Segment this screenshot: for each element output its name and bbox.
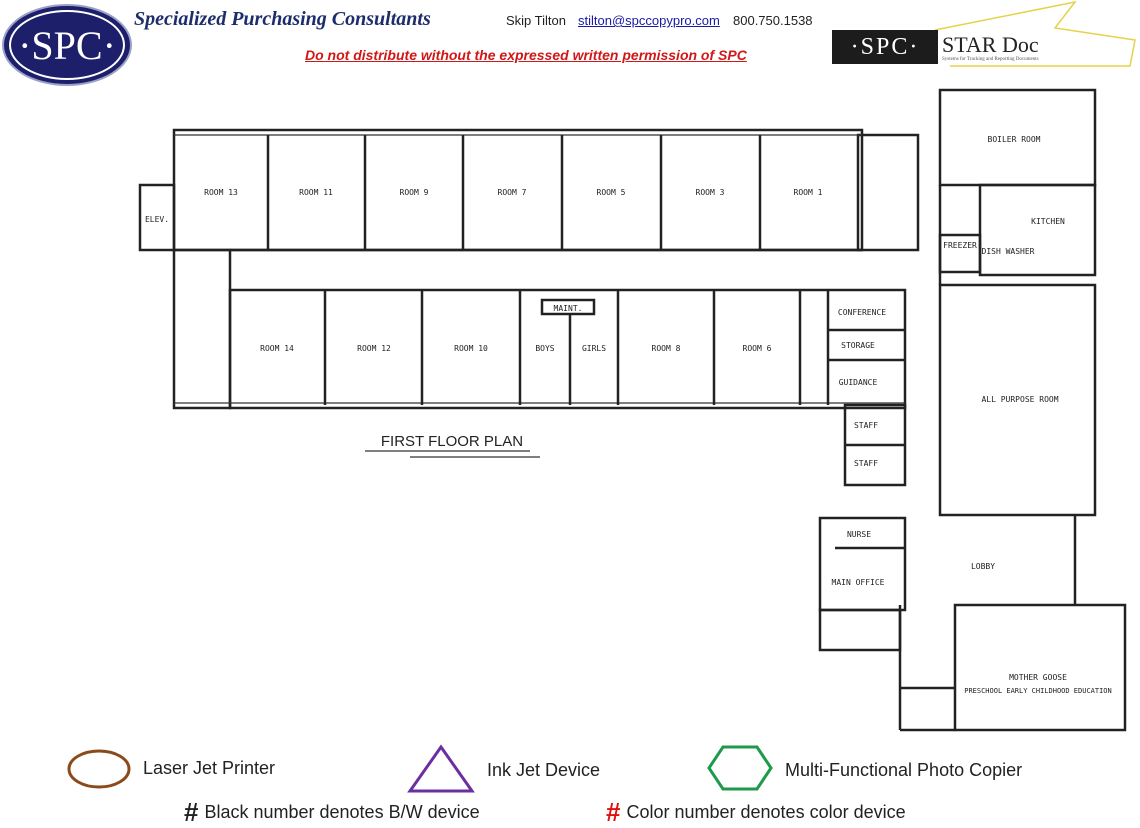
boiler-room-label: BOILER ROOM xyxy=(988,135,1041,144)
nurse-label: NURSE xyxy=(847,530,871,539)
all-purpose-room-label: ALL PURPOSE ROOM xyxy=(981,395,1058,404)
bottom-room-dividers xyxy=(323,290,905,405)
contact-email-link[interactable]: stilton@spccopypro.com xyxy=(578,13,720,28)
bw-note-text: Black number denotes B/W device xyxy=(204,802,480,822)
room-14-label: ROOM 14 xyxy=(260,344,294,353)
dishwasher-label: DISH WASHER xyxy=(982,247,1035,256)
elevator-label: ELEV. xyxy=(145,215,169,224)
east-wing-walls xyxy=(900,88,1127,732)
room-5-label: ROOM 5 xyxy=(597,188,626,197)
maint-label: MAINT. xyxy=(554,304,583,313)
laser-jet-circle-icon xyxy=(67,749,131,789)
color-note-text: Color number denotes color device xyxy=(626,802,906,822)
boys-label: BOYS xyxy=(535,344,554,353)
room-11-label: ROOM 11 xyxy=(299,188,333,197)
room-10-label: ROOM 10 xyxy=(454,344,488,353)
top-room-dividers xyxy=(266,135,762,250)
mother-goose-sub-label: PRESCHOOL EARLY CHILDHOOD EDUCATION xyxy=(964,687,1112,695)
central-wing-walls xyxy=(818,403,907,730)
room-13-label: ROOM 13 xyxy=(204,188,238,197)
bw-hash-symbol: # xyxy=(184,797,199,827)
main-wing-walls xyxy=(138,128,920,410)
room-8-label: ROOM 8 xyxy=(652,344,681,353)
legend-bw-note: #Black number denotes B/W device xyxy=(184,797,480,828)
company-name: Specialized Purchasing Consultants xyxy=(134,8,431,30)
mfp-hexagon-icon xyxy=(707,745,773,791)
main-office-label: MAIN OFFICE xyxy=(832,578,885,587)
floor-plan-title: FIRST FLOOR PLAN xyxy=(381,433,523,450)
lobby-label: LOBBY xyxy=(971,562,995,571)
ink-jet-triangle-icon xyxy=(407,744,475,793)
storage-label: STORAGE xyxy=(841,341,875,350)
freezer-label: FREEZER xyxy=(943,241,977,250)
girls-label: GIRLS xyxy=(582,344,606,353)
floor-plan: ROOM 13 ROOM 11 ROOM 9 ROOM 7 ROOM 5 ROO… xyxy=(138,88,1127,732)
contact-phone: 800.750.1538 xyxy=(733,13,813,28)
color-hash-symbol: # xyxy=(606,797,621,827)
legend-color-note: #Color number denotes color device xyxy=(606,797,906,828)
spc-logo-text: ·SPC· xyxy=(9,10,125,80)
room-1-label: ROOM 1 xyxy=(794,188,823,197)
room-6-label: ROOM 6 xyxy=(743,344,772,353)
mother-goose-label: MOTHER GOOSE xyxy=(1009,673,1067,682)
room-12-label: ROOM 12 xyxy=(357,344,391,353)
star-doc-tagline: Systems for Tracking and Reporting Docum… xyxy=(942,57,1039,62)
room-9-label: ROOM 9 xyxy=(400,188,429,197)
room-3-label: ROOM 3 xyxy=(696,188,725,197)
distribution-warning: Do not distribute without the expressed … xyxy=(305,47,747,63)
spc-logo: ·SPC· xyxy=(2,4,132,86)
star-doc-spc-logo: ·SPC· xyxy=(832,30,938,64)
legend-laser-jet: Laser Jet Printer xyxy=(143,758,276,778)
star-outline-icon xyxy=(934,0,1136,67)
legend-ink-jet: Ink Jet Device xyxy=(487,760,601,780)
guidance-label: GUIDANCE xyxy=(839,378,878,387)
legend-mfp: Multi-Functional Photo Copier xyxy=(785,760,1023,780)
staff-1-label: STAFF xyxy=(854,421,878,430)
room-7-label: ROOM 7 xyxy=(498,188,527,197)
contact-name: Skip Tilton xyxy=(506,13,566,28)
conference-label: CONFERENCE xyxy=(838,308,886,317)
kitchen-label: KITCHEN xyxy=(1031,217,1065,226)
star-doc-title: STAR Doc xyxy=(942,32,1039,57)
staff-2-label: STAFF xyxy=(854,459,878,468)
